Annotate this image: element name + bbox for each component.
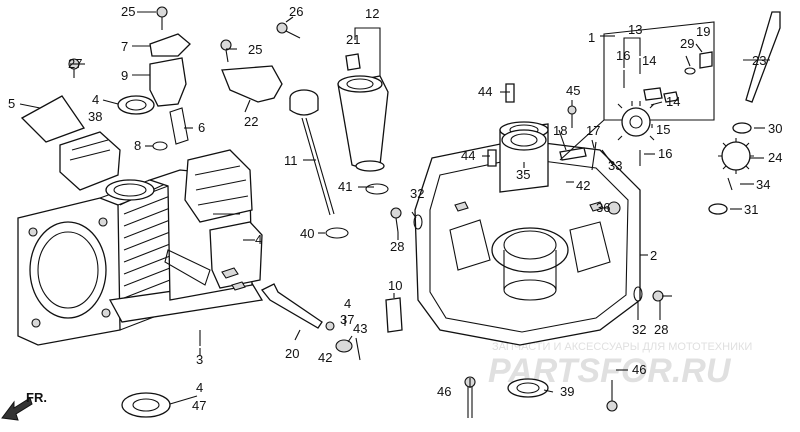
callout-7: 7 (121, 39, 128, 54)
callout-16: 16 (616, 48, 630, 63)
callout-4: 4 (344, 296, 351, 311)
bearing-35 (501, 129, 547, 151)
callout-42: 42 (576, 178, 590, 193)
callout-46: 46 (632, 362, 646, 377)
callout-29: 29 (680, 36, 694, 51)
callout-25: 25 (121, 4, 135, 19)
callout-43: 43 (353, 321, 367, 336)
callout-21: 21 (346, 32, 360, 47)
callout-37: 37 (340, 312, 354, 327)
callout-30: 30 (768, 121, 782, 136)
oil-filler-tube (337, 53, 389, 172)
callout-4: 4 (196, 380, 203, 395)
governor-assembly (559, 11, 781, 215)
callout-26: 26 (289, 4, 303, 19)
callout-32: 32 (632, 322, 646, 337)
callouts: 25 7 9 25 26 12 21 27 5 4 38 6 8 22 11 4… (8, 4, 782, 413)
callout-34: 34 (756, 177, 770, 192)
callout-22: 22 (244, 114, 258, 129)
callout-10: 10 (388, 278, 402, 293)
callout-45: 45 (566, 83, 580, 98)
callout-14: 14 (642, 53, 656, 68)
front-direction-arrow: FR. (1, 390, 47, 421)
callout-16: 16 (658, 146, 672, 161)
callout-15: 15 (656, 122, 670, 137)
callout-38: 38 (88, 109, 102, 124)
callout-36: 36 (596, 200, 610, 215)
callout-19: 19 (696, 24, 710, 39)
cylinder-block (17, 131, 264, 346)
callout-27: 27 (68, 56, 82, 71)
callout-13: 13 (628, 22, 642, 37)
callout-24: 24 (768, 150, 782, 165)
callout-23: 23 (752, 53, 766, 68)
callout-17: 17 (586, 123, 600, 138)
callout-1: 1 (588, 30, 595, 45)
callout-39: 39 (560, 384, 574, 399)
callout-8: 8 (134, 138, 141, 153)
callout-12: 12 (365, 6, 379, 21)
callout-5: 5 (8, 96, 15, 111)
callout-20: 20 (285, 346, 299, 361)
callout-4: 4 (92, 92, 99, 107)
callout-46: 46 (437, 384, 451, 399)
callout-2: 2 (650, 248, 657, 263)
callout-32: 32 (410, 186, 424, 201)
callout-3: 3 (196, 352, 203, 367)
callout-44: 44 (478, 84, 492, 99)
crankcase-cover (414, 121, 641, 346)
callout-9: 9 (121, 68, 128, 83)
callout-6: 6 (198, 120, 205, 135)
callout-33: 33 (608, 158, 622, 173)
callout-40: 40 (300, 226, 314, 241)
callout-31: 31 (744, 202, 758, 217)
watermark-caption: ЗАПЧАСТИ И АКСЕССУАРЫ ДЛЯ МОТОТЕХНИКИ (492, 341, 752, 353)
callout-44: 44 (461, 148, 475, 163)
callout-4: 4 (255, 232, 262, 247)
leader-lines (19, 11, 770, 405)
callout-47: 47 (192, 398, 206, 413)
governor-arm (260, 283, 335, 331)
front-label: FR. (26, 390, 47, 405)
callout-35: 35 (516, 167, 530, 182)
callout-18: 18 (553, 123, 567, 138)
callout-25: 25 (248, 42, 262, 57)
callout-28: 28 (390, 239, 404, 254)
callout-11: 11 (284, 153, 298, 168)
callout-14: 14 (666, 94, 680, 109)
dipstick (289, 89, 335, 216)
callout-28: 28 (654, 322, 668, 337)
callout-41: 41 (338, 179, 352, 194)
callout-42: 42 (318, 350, 332, 365)
